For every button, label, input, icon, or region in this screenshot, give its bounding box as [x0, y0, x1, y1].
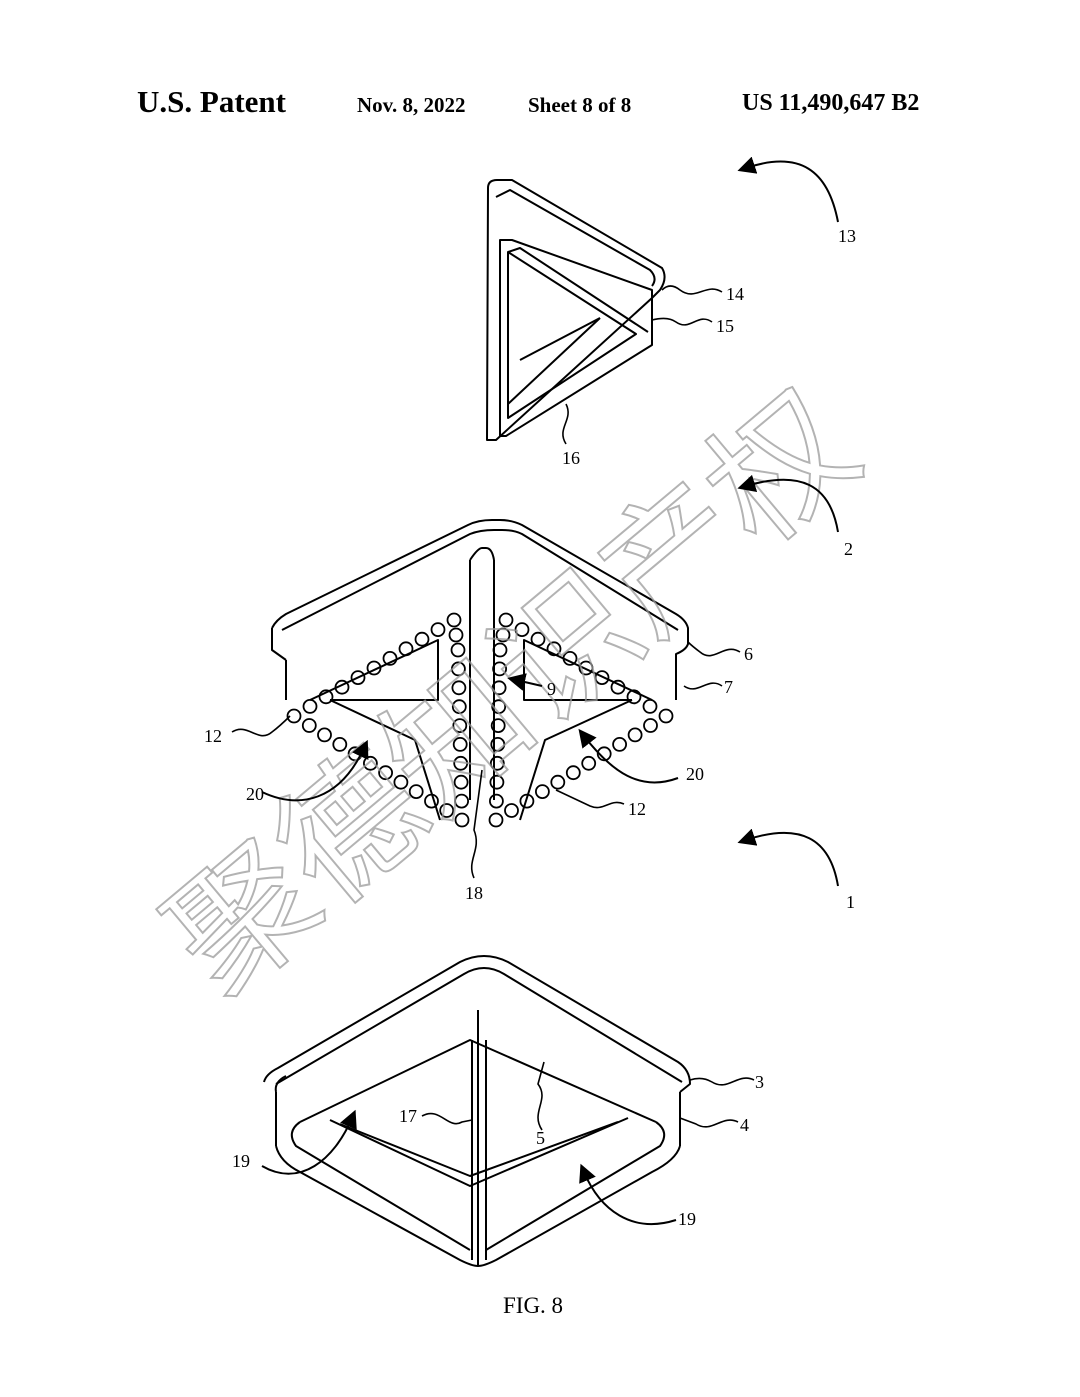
ref-2: 2 [844, 539, 853, 559]
ref-19-left: 19 [232, 1151, 250, 1171]
filter-frame-drawing [271, 519, 689, 821]
filter-beads [286, 612, 674, 828]
ref-5: 5 [536, 1128, 545, 1148]
header-sheet-number: Sheet 8 of 8 [528, 93, 632, 117]
ref-14: 14 [726, 284, 744, 304]
watermark-text: 聚德知识产权 [139, 361, 887, 1026]
arrow-13 [737, 156, 839, 223]
ref-9: 9 [547, 679, 556, 699]
ref-7: 7 [724, 677, 733, 697]
ref-13: 13 [838, 226, 856, 246]
arrow-20b [578, 728, 679, 784]
arrow-20a [261, 739, 369, 802]
ref-4: 4 [740, 1115, 749, 1135]
reference-numerals: 13 14 15 16 2 6 7 9 12 20 20 12 18 1 3 1… [204, 226, 856, 1229]
arrow-9 [507, 673, 543, 691]
reference-arrows [261, 156, 839, 1225]
ref-19-right: 19 [678, 1209, 696, 1229]
arrow-1 [737, 828, 839, 887]
header-patent-title: U.S. Patent [137, 84, 286, 119]
ref-16: 16 [562, 448, 580, 468]
ref-20-right: 20 [686, 764, 704, 784]
leader-lines [231, 285, 755, 1131]
header-patent-number: US 11,490,647 B2 [742, 90, 920, 116]
ref-12-left: 12 [204, 726, 222, 746]
ref-6: 6 [744, 644, 753, 664]
ref-20-left: 20 [246, 784, 264, 804]
ref-1: 1 [846, 892, 855, 912]
ref-18: 18 [465, 883, 483, 903]
arrow-19a [261, 1109, 357, 1175]
header-date: Nov. 8, 2022 [357, 93, 466, 117]
ref-3: 3 [755, 1072, 764, 1092]
ref-17: 17 [399, 1106, 417, 1126]
ref-15: 15 [716, 316, 734, 336]
arrow-2 [737, 474, 839, 533]
ref-12-right: 12 [628, 799, 646, 819]
arrow-19b [579, 1163, 677, 1225]
triangular-insert-drawing [486, 179, 666, 441]
base-tray-drawing [263, 955, 691, 1267]
figure-label: FIG. 8 [503, 1293, 563, 1318]
